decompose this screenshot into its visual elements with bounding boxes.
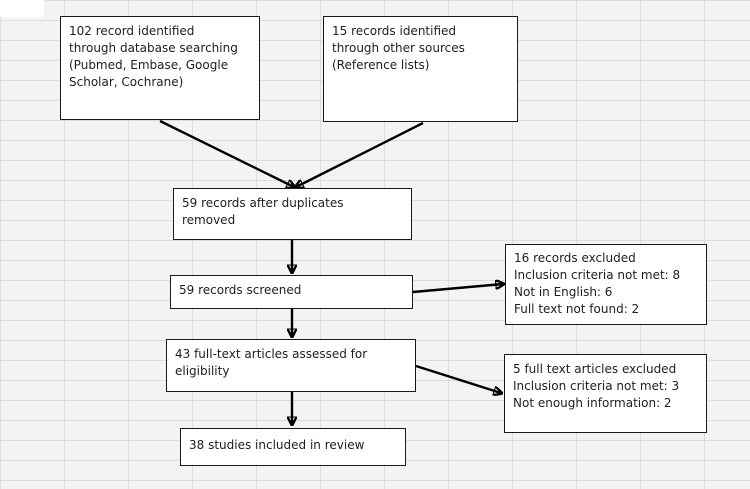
database-records-line: through database searching bbox=[69, 41, 238, 55]
eligibility-excluded-line: 5 full text articles excluded bbox=[513, 362, 677, 376]
eligibility-assessment-box: 43 full-text articles assessed for eligi… bbox=[166, 339, 416, 392]
arrow-database-to-deduplicated bbox=[159, 119, 294, 187]
included-studies-box: 38 studies included in review bbox=[180, 428, 406, 466]
arrow-eligibility-to-excluded bbox=[415, 364, 501, 393]
screening-excluded-line: 16 records excluded bbox=[514, 251, 636, 265]
eligibility-assessment-line: 43 full-text articles assessed for bbox=[175, 347, 368, 361]
background-corner-patch bbox=[0, 0, 44, 17]
deduplicated-records-box: 59 records after duplicates removed bbox=[173, 188, 412, 240]
eligibility-excluded-line: Not enough information: 2 bbox=[513, 396, 672, 410]
database-records-line: Scholar, Cochrane) bbox=[69, 75, 184, 89]
screening-excluded-box: 16 records excluded Inclusion criteria n… bbox=[505, 244, 707, 325]
screening-excluded-line: Not in English: 6 bbox=[514, 285, 613, 299]
other-sources-line: 15 records identified bbox=[332, 24, 457, 38]
other-sources-line: through other sources bbox=[332, 41, 465, 55]
arrow-other-to-deduplicated bbox=[296, 121, 424, 187]
deduplicated-records-line: removed bbox=[182, 213, 236, 227]
eligibility-excluded-box: 5 full text articles excluded Inclusion … bbox=[504, 354, 707, 433]
other-sources-box: 15 records identified through other sour… bbox=[323, 16, 518, 122]
other-sources-line: (Reference lists) bbox=[332, 58, 430, 72]
eligibility-excluded-line: Inclusion criteria not met: 3 bbox=[513, 379, 680, 393]
eligibility-assessment-line: eligibility bbox=[175, 364, 230, 378]
screened-records-line: 59 records screened bbox=[179, 283, 302, 297]
database-records-line: 102 record identified bbox=[69, 24, 195, 38]
database-records-box: 102 record identified through database s… bbox=[60, 16, 260, 120]
included-studies-line: 38 studies included in review bbox=[189, 438, 365, 452]
database-records-line: (Pubmed, Embase, Google bbox=[69, 58, 229, 72]
screening-excluded-line: Full text not found: 2 bbox=[514, 302, 640, 316]
screened-records-box: 59 records screened bbox=[170, 275, 413, 309]
deduplicated-records-line: 59 records after duplicates bbox=[182, 196, 344, 210]
arrow-screened-to-excluded bbox=[412, 284, 503, 294]
screening-excluded-line: Inclusion criteria not met: 8 bbox=[514, 268, 681, 282]
